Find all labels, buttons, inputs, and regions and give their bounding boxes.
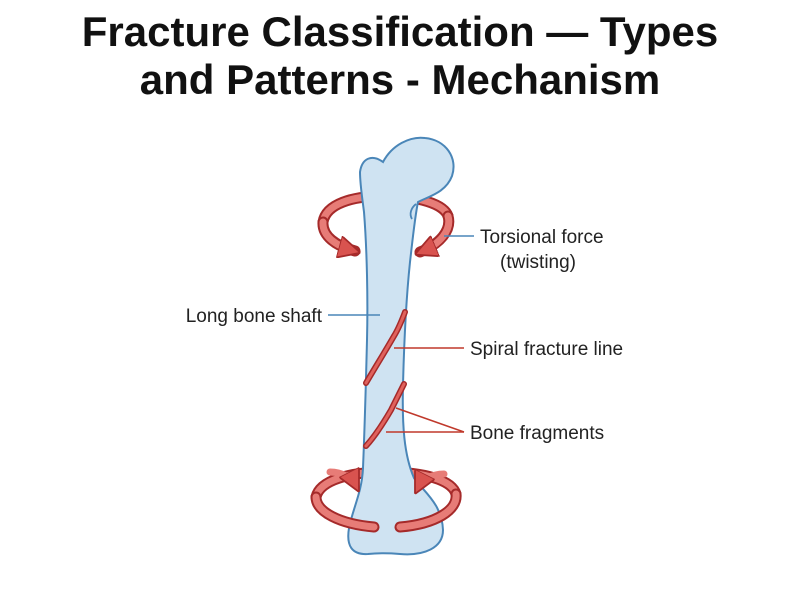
- long-bone: [347, 136, 455, 556]
- leader-bone-fragments: [395, 407, 465, 433]
- spiral-fracture-lower: [363, 381, 407, 449]
- label-torsional-force: Torsional force: [480, 227, 604, 248]
- trochanter-notch: [409, 203, 417, 220]
- label-bone-fragments: Bone fragments: [470, 423, 604, 444]
- label-long-bone-shaft: Long bone shaft: [186, 306, 323, 327]
- spiral-fracture-upper: [363, 309, 408, 386]
- page-title: Fracture Classification — Types and Patt…: [0, 8, 800, 104]
- title-line-2: and Patterns - Mechanism: [139, 56, 661, 103]
- label-spiral-fracture-line: Spiral fracture line: [470, 339, 623, 360]
- label-torsional-twisting: (twisting): [500, 252, 576, 273]
- rotation-arrow-icon: [310, 472, 462, 533]
- title-line-1: Fracture Classification — Types: [81, 8, 719, 55]
- rotation-arrow-icon: [317, 210, 455, 252]
